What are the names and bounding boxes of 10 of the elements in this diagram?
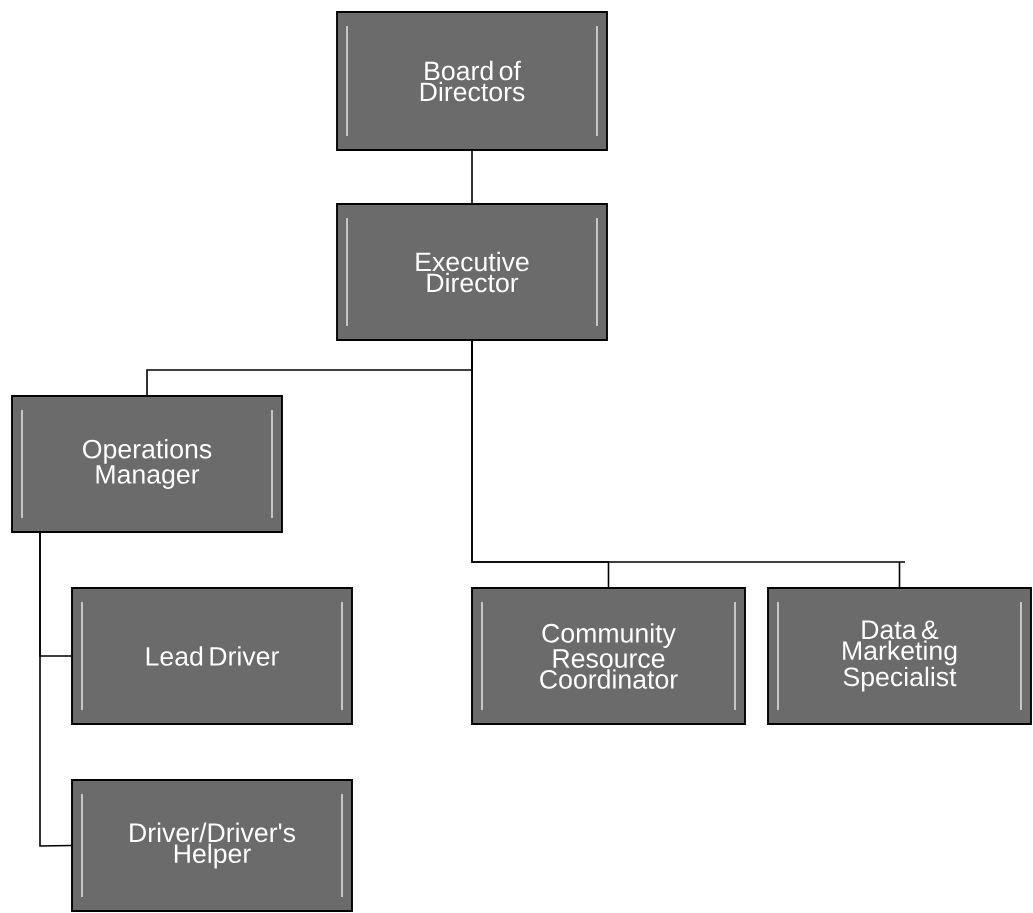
org-box: Driver/Driver's Helper bbox=[71, 779, 353, 912]
org-box: Community Resource Coordinator bbox=[471, 587, 746, 725]
connector-line bbox=[471, 150, 473, 204]
org-box: Data & Marketing Specialist bbox=[767, 587, 1032, 725]
org-box: Board of Directors bbox=[336, 11, 608, 151]
connector-line bbox=[471, 340, 906, 588]
connector-line bbox=[39, 531, 72, 847]
org-box: Lead Driver bbox=[71, 587, 353, 725]
org-box: Operations Manager bbox=[11, 395, 283, 533]
org-box: Executive Director bbox=[336, 203, 608, 341]
